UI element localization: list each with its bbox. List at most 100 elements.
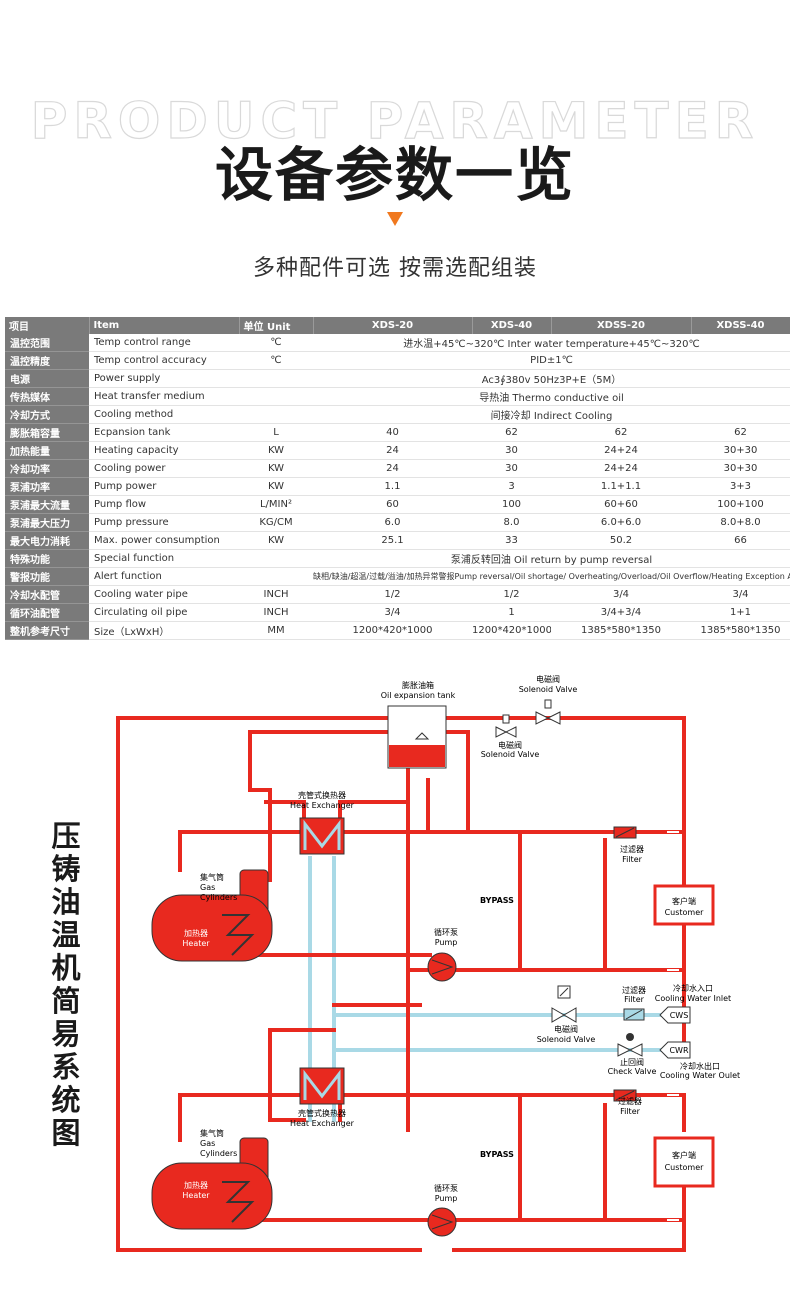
row-value: 1.1+1.1 xyxy=(551,477,691,496)
bypass-label: BYPASS xyxy=(480,1150,514,1159)
filter-label-cn: 过滤器 xyxy=(622,985,646,995)
pump-label-en: Pump xyxy=(435,938,458,947)
pump-label-cn: 循环泵 xyxy=(434,927,458,937)
row-label-en: Special function xyxy=(89,549,239,568)
row-label-en: Temp control range xyxy=(89,334,239,352)
filter-label-en: Filter xyxy=(622,855,643,864)
filter-icon xyxy=(613,1089,637,1102)
diagram-title-char: 系 xyxy=(51,1050,81,1084)
heater-label-cn: 加热器 xyxy=(184,1180,208,1190)
row-label-en: Pump flow xyxy=(89,495,239,514)
row-value: 1 xyxy=(472,603,551,622)
filter-label-en: Filter xyxy=(624,995,645,1004)
solenoid-valve-icon xyxy=(495,714,517,738)
row-unit: INCH xyxy=(239,585,313,604)
expansion-tank-label-en: Oil expansion tank xyxy=(381,691,456,700)
row-value-span: Ac3∮380v 50Hz3P+E（5M） xyxy=(313,369,790,388)
cooling-outlet-label-cn: 冷却水出口 xyxy=(680,1061,720,1071)
row-label-cn: 冷却水配管 xyxy=(5,585,89,604)
check-valve-icon xyxy=(617,1033,643,1057)
filter-icon xyxy=(623,1008,645,1021)
row-value: 100 xyxy=(472,495,551,514)
row-value: 60+60 xyxy=(551,495,691,514)
row-value: 1200*420*1000 xyxy=(313,621,472,640)
row-value: 62 xyxy=(472,423,551,442)
header-cell: 单位 Unit xyxy=(239,317,314,334)
row-label-cn: 循环油配管 xyxy=(5,603,89,622)
row-value: 1+1 xyxy=(691,603,790,622)
filter-label-cn: 过滤器 xyxy=(618,1096,642,1106)
row-value: 24+24 xyxy=(551,441,691,460)
diagram-title-char: 温 xyxy=(51,918,81,952)
row-value-span: 泵浦反转回油 Oil return by pump reversal xyxy=(313,549,790,568)
row-label-en: Temp control accuracy xyxy=(89,351,239,370)
filter-label-cn: 过滤器 xyxy=(620,844,644,854)
row-unit: ℃ xyxy=(239,334,313,352)
row-label-cn: 警报功能 xyxy=(5,567,89,586)
row-value: 24+24 xyxy=(551,459,691,478)
diagram-title-char: 油 xyxy=(51,885,81,919)
gas-label-en: Gas xyxy=(200,883,215,892)
row-label-en: Pump power xyxy=(89,477,239,496)
row-value: 3/4 xyxy=(551,585,691,604)
check-valve-label-en: Check Valve xyxy=(608,1067,657,1076)
customer-label-en: Customer xyxy=(665,1163,705,1172)
pump-icon xyxy=(427,952,457,982)
heat-exchanger-label-en: Heat Exchanger xyxy=(290,1119,355,1128)
solenoid-label-en: Solenoid Valve xyxy=(537,1035,596,1044)
row-value: 8.0 xyxy=(472,513,551,532)
solenoid-label-cn: 电磁阀 xyxy=(536,674,560,684)
diagram-title-char: 易 xyxy=(51,1017,81,1051)
customer-label-cn: 客户端 xyxy=(672,896,696,906)
header-cell: 项目 xyxy=(5,317,90,334)
row-value: 30 xyxy=(472,459,551,478)
cwr-label: CWR xyxy=(669,1046,688,1055)
row-value-span: 间接冷却 Indirect Cooling xyxy=(313,405,790,424)
customer-box xyxy=(653,1136,715,1188)
gas-label-cn: 集气筒 xyxy=(200,1128,224,1138)
pump-label-en: Pump xyxy=(435,1194,458,1203)
row-value: 30+30 xyxy=(691,459,790,478)
parameter-table: 项目 Item 单位 Unit XDS-20 XDS-40 XDSS-20 XD… xyxy=(5,317,790,640)
row-unit: INCH xyxy=(239,603,313,622)
row-label-cn: 加热能量 xyxy=(5,441,89,460)
header-cell: XDS-40 xyxy=(472,317,552,334)
row-value: 1/2 xyxy=(472,585,551,604)
bypass-label: BYPASS xyxy=(480,896,514,905)
row-label-en: Ecpansion tank xyxy=(89,423,239,442)
row-value-span: 缺相/缺油/超温/过载/溢油/加热异常警报Pump reversal/Oil s… xyxy=(313,567,790,586)
row-value: 24 xyxy=(313,441,472,460)
system-diagram: 膨胀油箱 Oil expansion tank 电磁阀 Solenoid Val… xyxy=(116,674,740,1252)
row-value: 1/2 xyxy=(313,585,472,604)
heater-label-en: Heater xyxy=(182,1191,210,1200)
cws-tag xyxy=(659,1006,691,1024)
row-label-cn: 冷却方式 xyxy=(5,405,89,424)
solenoid-label-cn: 电磁阀 xyxy=(554,1024,578,1034)
row-unit: KW xyxy=(239,459,313,478)
header-cell: XDSS-40 xyxy=(691,317,790,334)
row-unit: L/MIN² xyxy=(239,495,313,514)
row-label-cn: 传热媒体 xyxy=(5,387,89,406)
row-unit: KW xyxy=(239,531,313,550)
row-unit: KG/CM xyxy=(239,513,313,532)
row-label-en: Alert function xyxy=(89,567,239,586)
row-value: 50.2 xyxy=(551,531,691,550)
solenoid-valve-icon xyxy=(535,699,561,725)
diagram-title-char: 图 xyxy=(51,1116,81,1150)
heat-exchanger-label-cn: 壳管式换热器 xyxy=(298,790,346,800)
row-unit: KW xyxy=(239,441,313,460)
page-title: 设备参数一览 xyxy=(214,141,575,209)
solenoid-label-cn: 电磁阀 xyxy=(498,740,522,750)
row-label-en: Heat transfer medium xyxy=(89,387,239,406)
row-value: 6.0+6.0 xyxy=(551,513,691,532)
row-value: 30 xyxy=(472,441,551,460)
